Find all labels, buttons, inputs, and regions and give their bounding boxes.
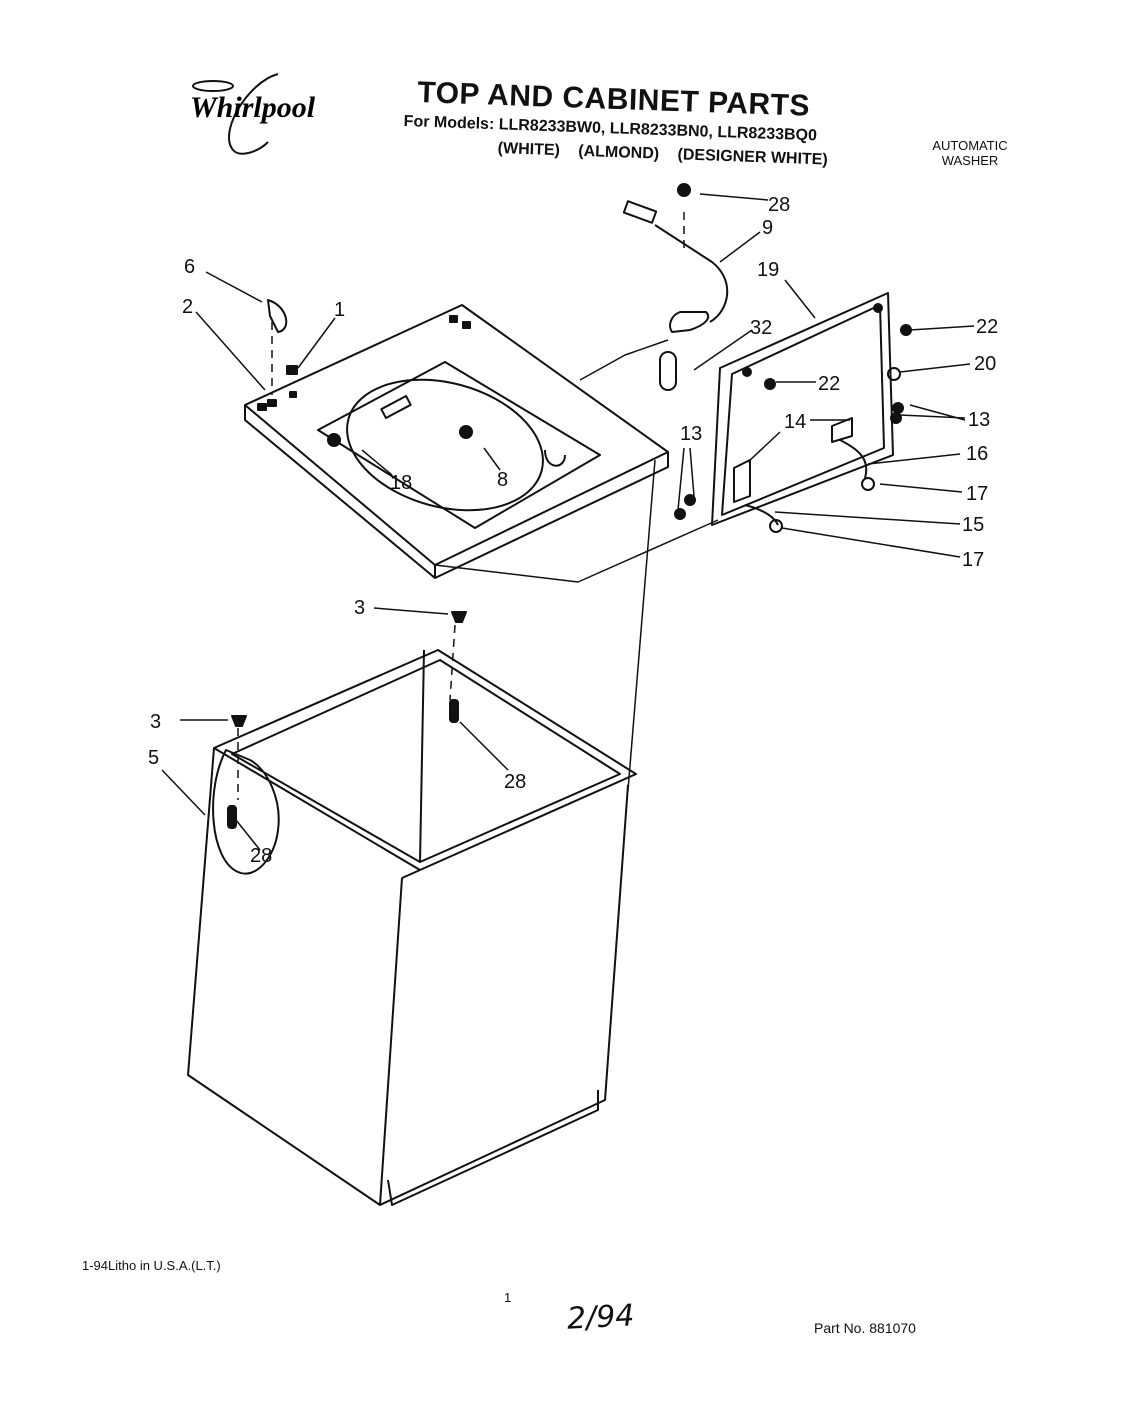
callout-5: 5: [148, 747, 159, 769]
callout-3: 3: [354, 597, 365, 619]
hardware-parts: [227, 183, 912, 829]
callout-17: 17: [966, 483, 988, 505]
callout-28: 28: [250, 845, 272, 867]
callout-8: 8: [497, 469, 508, 491]
leader-lines: [161, 193, 975, 851]
callout-28: 28: [504, 771, 526, 793]
callout-15: 15: [962, 514, 984, 536]
callout-16: 16: [966, 443, 988, 465]
logo-wordmark: Whirlpool: [190, 91, 316, 124]
washer-cabinet: [187, 459, 656, 1206]
callout-22: 22: [976, 316, 998, 338]
callout-32: 32: [750, 317, 772, 339]
callout-9: 9: [762, 217, 773, 239]
callout-14: 14: [784, 411, 806, 433]
callout-17: 17: [962, 549, 984, 571]
product-type: AUTOMATIC WASHER: [920, 138, 1020, 168]
assembly-guides: [237, 212, 685, 800]
page-number: 1: [504, 1290, 512, 1305]
product-type-line2: WASHER: [941, 153, 999, 168]
callout-13: 13: [968, 409, 990, 431]
rear-console-panel: [711, 292, 894, 526]
callout-2: 2: [182, 296, 193, 318]
washer-top-panel: [244, 304, 669, 579]
callout-18: 18: [390, 472, 412, 494]
callout-13: 13: [680, 423, 702, 445]
callout-3: 3: [150, 711, 161, 733]
callout-22: 22: [818, 373, 840, 395]
callout-19: 19: [757, 259, 779, 281]
product-type-line1: AUTOMATIC: [932, 138, 1008, 153]
callout-6: 6: [184, 256, 195, 278]
callout-labels: 28 9 19 6 2 1 32 22 20 22 13 14 13 16 18…: [148, 194, 998, 867]
callout-1: 1: [334, 299, 345, 321]
print-info: 1-94Litho in U.S.A.(L.T.): [82, 1258, 221, 1273]
handwritten-date: 2/94: [566, 1298, 636, 1337]
whirlpool-logo: Whirlpool: [178, 72, 348, 162]
callout-28: 28: [768, 194, 790, 216]
lid-switch-harness: [622, 200, 729, 391]
callout-20: 20: [974, 353, 996, 375]
part-number: Part No. 881070: [814, 1320, 916, 1336]
